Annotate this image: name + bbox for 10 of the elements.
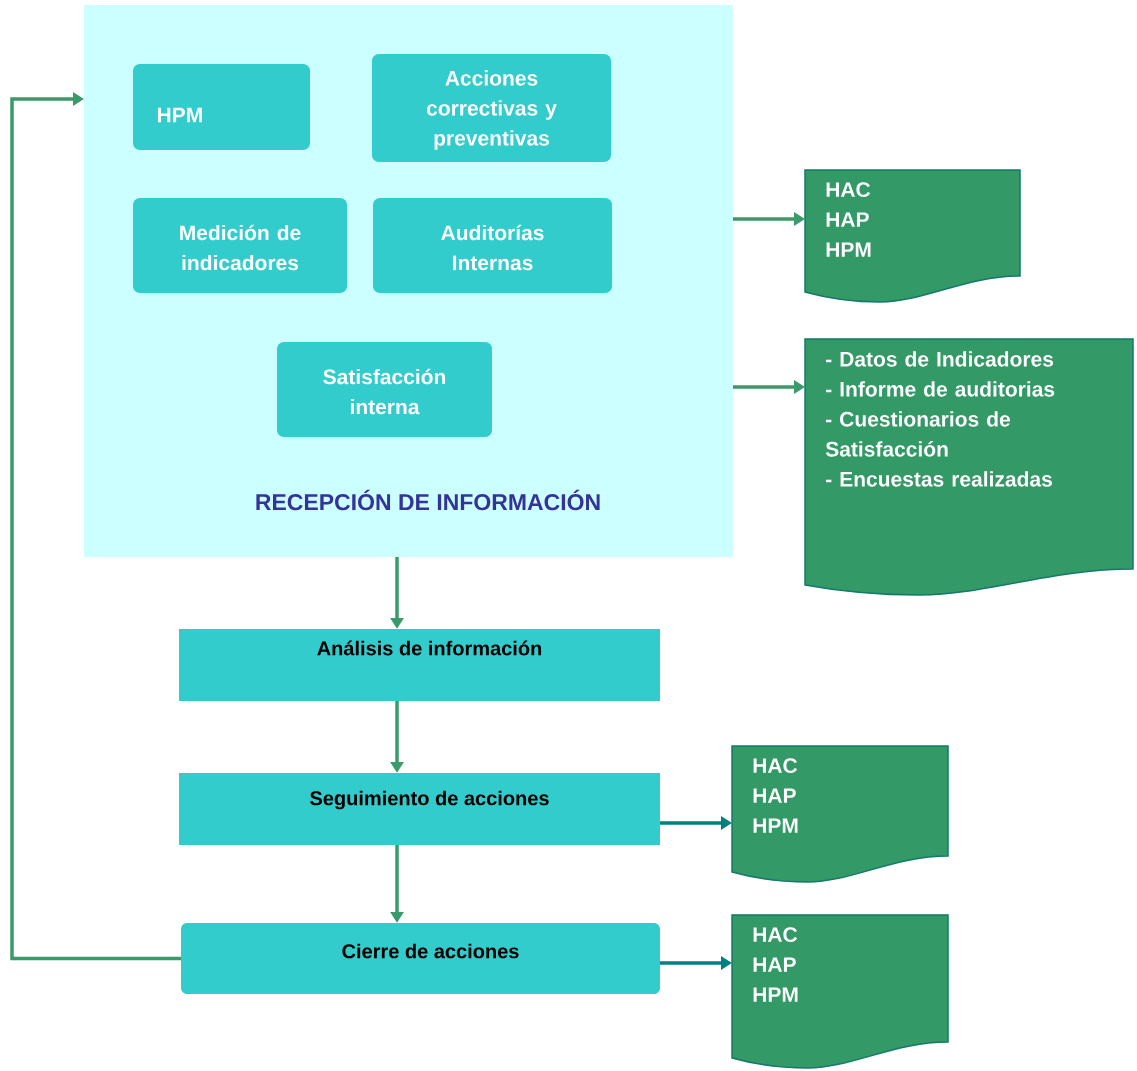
process-box: Acciones correctivas y preventivas [372,54,611,162]
process-box: Cierre de acciones [181,923,660,994]
process-box: Medición de indicadores [133,198,347,293]
process-box: HPM [133,64,310,150]
arrow [10,92,181,961]
panel-heading: RECEPCIÓN DE INFORMACIÓN [256,489,600,511]
process-box: Auditorías Internas [373,198,612,293]
process-box: Seguimiento de acciones [179,773,660,845]
process-box: Análisis de información [179,629,660,701]
process-box: Satisfacción interna [277,342,492,437]
